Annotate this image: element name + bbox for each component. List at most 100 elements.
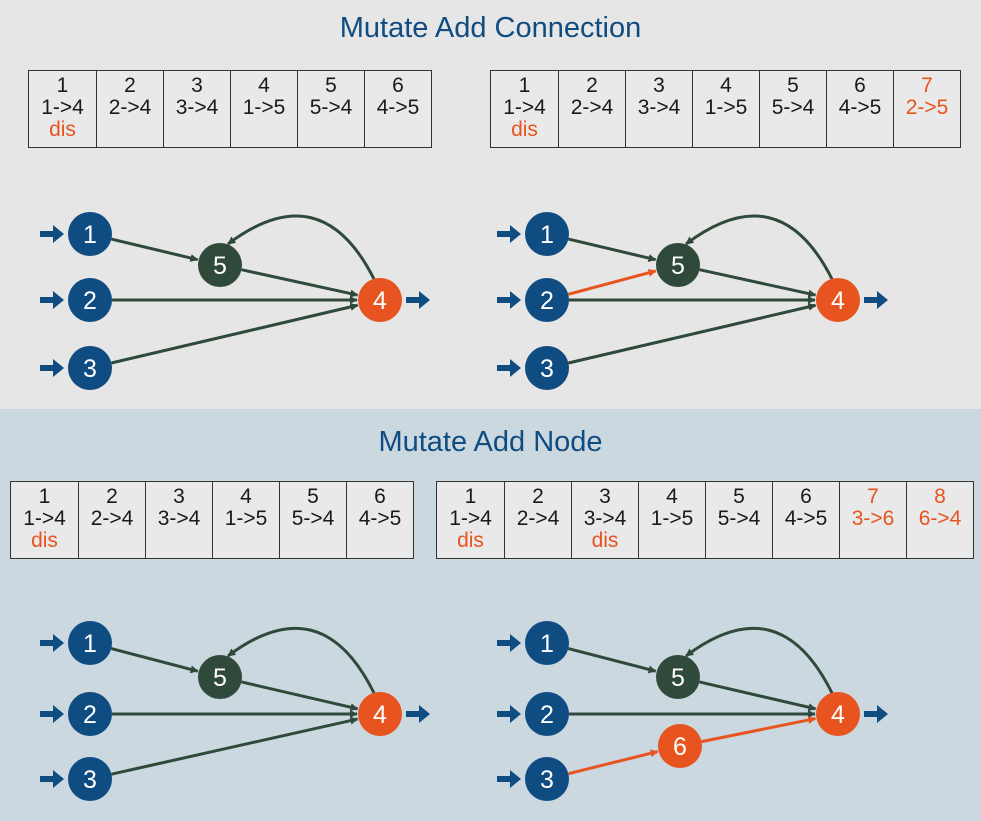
- node-label: 4: [373, 287, 387, 315]
- gene-innovation: 4: [666, 485, 678, 508]
- input-arrow-head-icon: [510, 291, 521, 309]
- section-title: Mutate Add Connection: [339, 12, 642, 44]
- output-arrow-icon: [406, 711, 420, 717]
- input-arrow-head-icon: [510, 225, 521, 243]
- node-1: [68, 212, 112, 256]
- gene-connection: 4->5: [358, 507, 402, 530]
- node-1: [525, 621, 569, 665]
- connection: [568, 302, 817, 365]
- gene-innovation: 5: [733, 485, 745, 508]
- gene-connection: 4->5: [838, 96, 882, 119]
- connection: [111, 303, 359, 365]
- gene-connection: 4->5: [784, 507, 828, 530]
- gene-connection: 1->4: [41, 96, 84, 119]
- gene-innovation: 3: [653, 74, 665, 97]
- gene-innovation: 1: [464, 485, 477, 508]
- gene-status: dis: [457, 529, 484, 552]
- connection: [241, 268, 359, 298]
- node-label: 1: [540, 221, 554, 249]
- gene-connection: 1->5: [242, 96, 286, 119]
- node-2: [68, 278, 112, 322]
- gene-connection: 5->4: [309, 96, 353, 119]
- input-arrow-head-icon: [510, 359, 521, 377]
- recurrent-connection: [685, 626, 834, 694]
- output-arrow-icon: [406, 297, 420, 303]
- input-arrow-icon: [40, 640, 54, 646]
- input-arrow-icon: [497, 776, 511, 782]
- gene-innovation: 7: [867, 485, 879, 508]
- gene-innovation: 5: [307, 485, 319, 508]
- gene-connection: 2->4: [570, 96, 614, 119]
- node-label: 1: [83, 221, 97, 249]
- gene-connection: 5->4: [771, 96, 815, 119]
- gene-connection: 2->5: [905, 96, 949, 119]
- input-arrow-icon: [497, 711, 511, 717]
- node-6: [658, 724, 702, 768]
- recurrent-connection: [227, 626, 376, 694]
- node-label: 6: [673, 733, 687, 761]
- gene-innovation: 1: [518, 74, 531, 97]
- node-4: [358, 692, 402, 736]
- output-arrow-head-icon: [877, 705, 888, 723]
- output-arrow-head-icon: [877, 291, 888, 309]
- gene-innovation: 6: [392, 74, 404, 97]
- gene-connection: 5->4: [291, 507, 335, 530]
- input-arrow-head-icon: [510, 634, 521, 652]
- node-2: [525, 278, 569, 322]
- gene-connection: 1->5: [224, 507, 268, 530]
- new-connection: [567, 749, 659, 776]
- input-arrow-head-icon: [53, 291, 64, 309]
- section-title: Mutate Add Node: [378, 426, 603, 458]
- node-label: 5: [213, 664, 227, 692]
- output-arrow-icon: [864, 297, 878, 303]
- input-arrow-head-icon: [510, 705, 521, 723]
- connection: [111, 237, 199, 262]
- connection: [110, 647, 199, 674]
- input-arrow-icon: [497, 231, 511, 237]
- input-arrow-icon: [40, 231, 54, 237]
- recurrent-connection: [685, 214, 834, 280]
- gene-status: dis: [591, 529, 619, 552]
- connection: [699, 680, 817, 712]
- connection: [699, 268, 817, 298]
- connection: [241, 680, 359, 712]
- gene-innovation: 5: [325, 74, 337, 97]
- gene-connection: 1->5: [650, 507, 694, 530]
- gene-innovation: 5: [787, 74, 799, 97]
- gene-connection: 3->4: [637, 96, 681, 119]
- gene-status: dis: [511, 118, 538, 141]
- gene-innovation: 3: [191, 74, 203, 97]
- recurrent-connection: [227, 214, 376, 280]
- node-label: 4: [373, 701, 387, 729]
- node-3: [525, 346, 569, 390]
- node-3: [68, 757, 112, 801]
- node-5: [198, 243, 242, 287]
- gene-connection: 1->4: [503, 96, 546, 119]
- gene-innovation: 2: [586, 74, 598, 97]
- gene-connection: 1->4: [449, 507, 492, 530]
- node-3: [68, 346, 112, 390]
- gene-connection: 1->4: [23, 507, 66, 530]
